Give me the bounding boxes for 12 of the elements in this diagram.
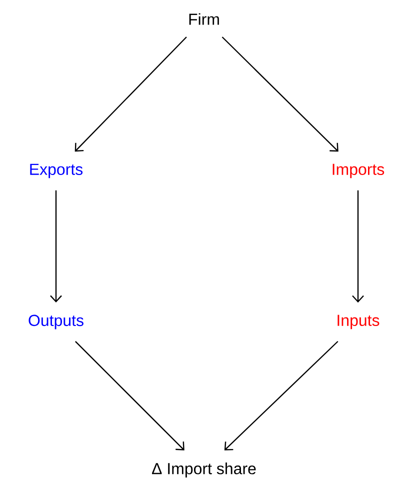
arrow — [74, 36, 187, 152]
node-label: Firm — [189, 13, 219, 25]
node-label: Exports — [30, 164, 83, 178]
node-label: Imports — [332, 164, 384, 178]
node-label: Outputs — [28, 314, 84, 330]
arrow — [75, 341, 184, 450]
arrow — [50, 190, 62, 303]
node-label: Inputs — [338, 314, 380, 330]
node-label: Δ Import share — [152, 462, 256, 478]
arrow — [352, 190, 364, 303]
arrow — [222, 36, 338, 152]
arrow — [224, 340, 338, 450]
